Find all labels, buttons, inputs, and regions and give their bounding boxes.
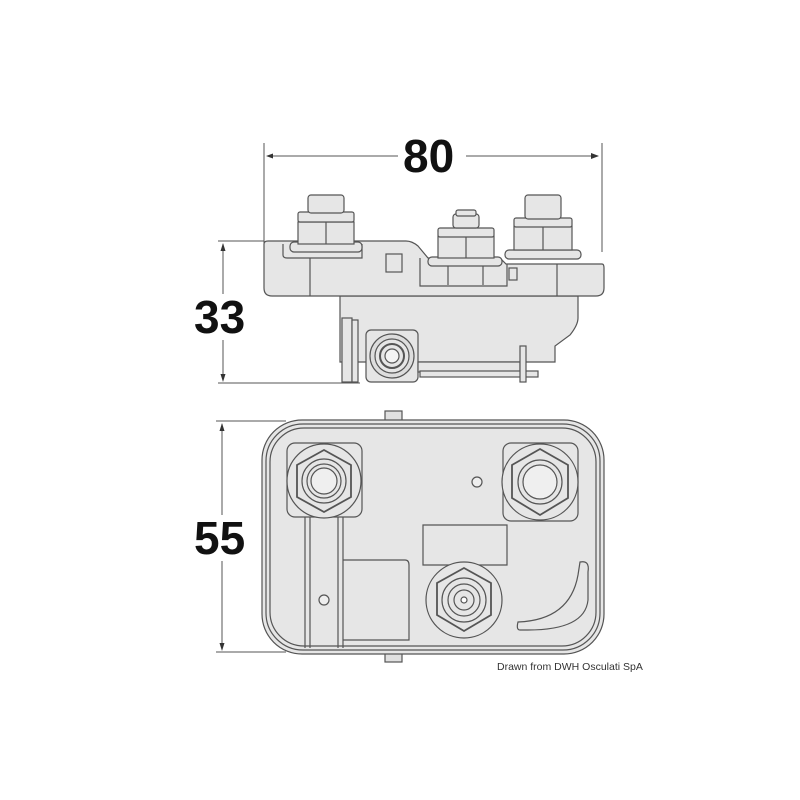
side-view: [263, 194, 605, 383]
top-view: [261, 410, 605, 663]
top-depth-dimension-label: 55: [190, 515, 250, 561]
credit-text: Drawn from DWH Osculati SpA: [497, 661, 643, 673]
width-dimension-line: [263, 143, 603, 252]
width-dimension-label: 80: [399, 133, 459, 179]
side-height-dimension-line: [218, 240, 360, 384]
top-depth-dimension-line: [216, 420, 286, 653]
side-height-dimension-label: 33: [190, 294, 250, 340]
